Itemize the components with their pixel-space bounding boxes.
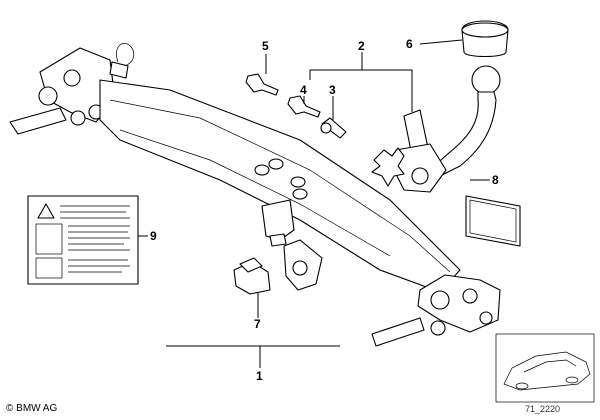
callout-4: 4	[300, 83, 307, 97]
callout-5: 5	[262, 39, 269, 53]
callout-2: 2	[358, 39, 365, 53]
copyright-text: © BMW AG	[6, 403, 58, 414]
svg-text:!: !	[47, 213, 48, 218]
part-4-key	[287, 95, 321, 118]
callout-8: 8	[492, 173, 499, 187]
leader-lines	[138, 39, 490, 368]
part-2-ball-neck	[371, 65, 501, 193]
diagram-code: 71_2220	[524, 404, 560, 414]
callout-7: 7	[254, 317, 261, 331]
callout-3: 3	[329, 83, 336, 97]
part-9-warning-label: !	[27, 195, 139, 285]
tow-bar-crossmember	[9, 43, 501, 347]
callout-6: 6	[406, 37, 413, 51]
part-5-key	[245, 73, 279, 96]
callout-9: 9	[150, 229, 157, 243]
callout-1: 1	[256, 369, 263, 383]
part-3-bolt	[320, 117, 347, 139]
car-thumbnail	[495, 333, 595, 403]
part-8-sticker	[465, 195, 521, 247]
part-6-protective-cap	[461, 20, 509, 58]
part-7-socket-bracket	[233, 239, 323, 295]
